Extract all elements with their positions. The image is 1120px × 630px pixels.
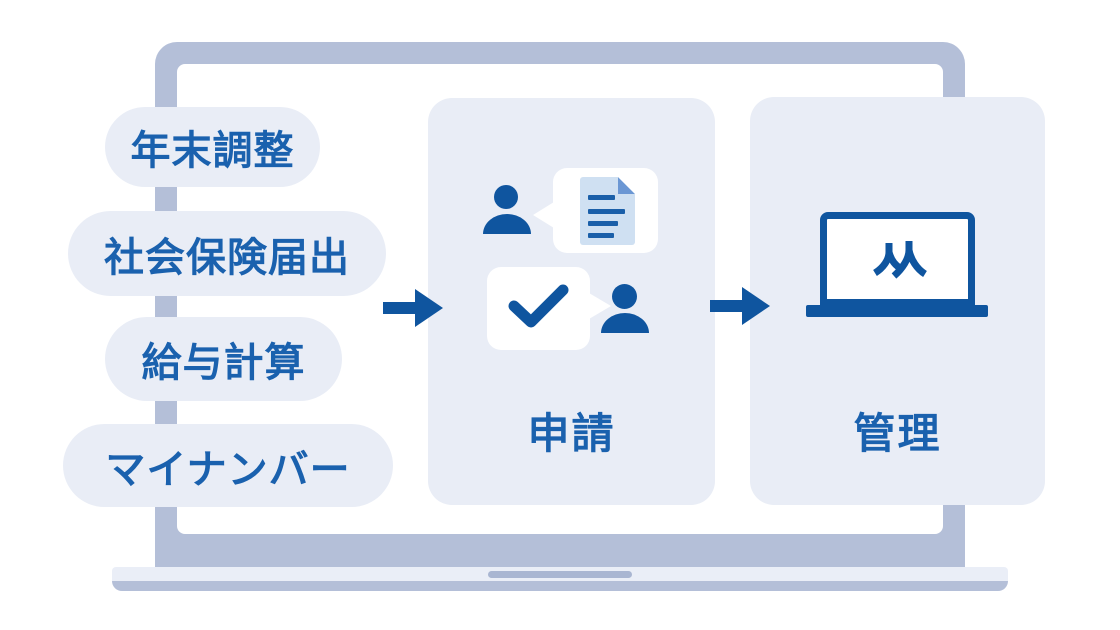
laptop-icon <box>820 212 975 306</box>
user-icon <box>601 313 649 333</box>
check-icon <box>508 284 569 328</box>
laptop-base-shadow <box>112 581 1008 591</box>
document-text-line <box>588 209 625 214</box>
document-speech-bubble <box>533 168 658 253</box>
task-pill-kyuyo: 給与計算 <box>105 317 342 401</box>
right-arrow-icon <box>383 289 443 327</box>
bubble-tail <box>533 202 554 228</box>
laptop-icon-base <box>806 305 988 317</box>
bubble-tail <box>589 293 611 319</box>
check-speech-bubble <box>487 267 611 350</box>
laptop-hinge <box>488 571 632 578</box>
document-text-line <box>588 233 614 238</box>
document-fold-icon <box>618 177 635 194</box>
document-text-line <box>588 195 615 200</box>
document-text-line <box>588 221 618 226</box>
manage-step-panel: 管理 <box>750 97 1045 505</box>
task-pill-shakaihoken: 社会保険届出 <box>68 211 386 296</box>
user-icon <box>494 185 518 209</box>
apply-step-panel: 申請 <box>428 98 715 505</box>
apply-step-label: 申請 <box>527 410 616 457</box>
right-arrow-icon <box>710 287 770 325</box>
manage-step-label: 管理 <box>853 410 942 457</box>
task-pill-nenmatsu: 年末調整 <box>105 107 320 187</box>
task-pill-mynumber: マイナンバー <box>63 424 393 507</box>
people-glyph-icon <box>872 241 927 279</box>
document-icon <box>580 177 635 245</box>
user-icon <box>483 214 531 234</box>
user-icon <box>612 284 637 309</box>
